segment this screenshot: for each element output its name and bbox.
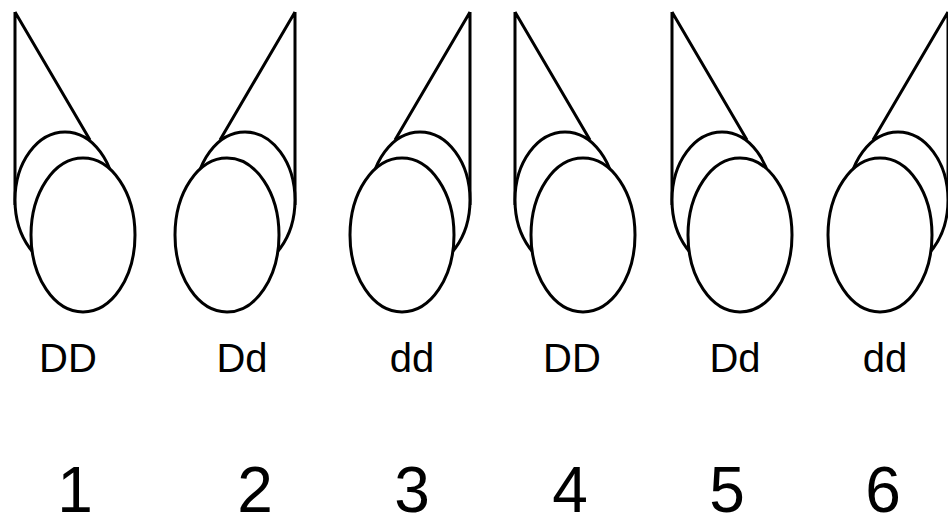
seed-front <box>531 158 635 312</box>
genotype-label: Dd <box>709 338 760 378</box>
callout-number: 1 <box>57 458 93 522</box>
genotype-label: DD <box>543 338 601 378</box>
callout-number: 4 <box>552 458 588 522</box>
seed-front <box>31 158 135 312</box>
seed-figure <box>175 12 295 312</box>
genotype-label: Dd <box>216 338 267 378</box>
callout-number: 6 <box>865 458 901 522</box>
seed-front <box>175 158 279 312</box>
seed-front <box>828 158 932 312</box>
genotype-label: dd <box>863 338 908 378</box>
seed-figure <box>672 12 792 312</box>
genotype-label: DD <box>39 338 97 378</box>
seed-front <box>688 158 792 312</box>
seed-front <box>350 158 454 312</box>
seed-shapes <box>15 12 948 312</box>
seed-figure <box>350 12 470 312</box>
callout-number: 3 <box>394 458 430 522</box>
callout-number: 5 <box>709 458 745 522</box>
callout-number: 2 <box>237 458 273 522</box>
genotype-label: dd <box>390 338 435 378</box>
seed-figure <box>15 12 135 312</box>
seed-figure <box>828 12 948 312</box>
seed-figure <box>515 12 635 312</box>
